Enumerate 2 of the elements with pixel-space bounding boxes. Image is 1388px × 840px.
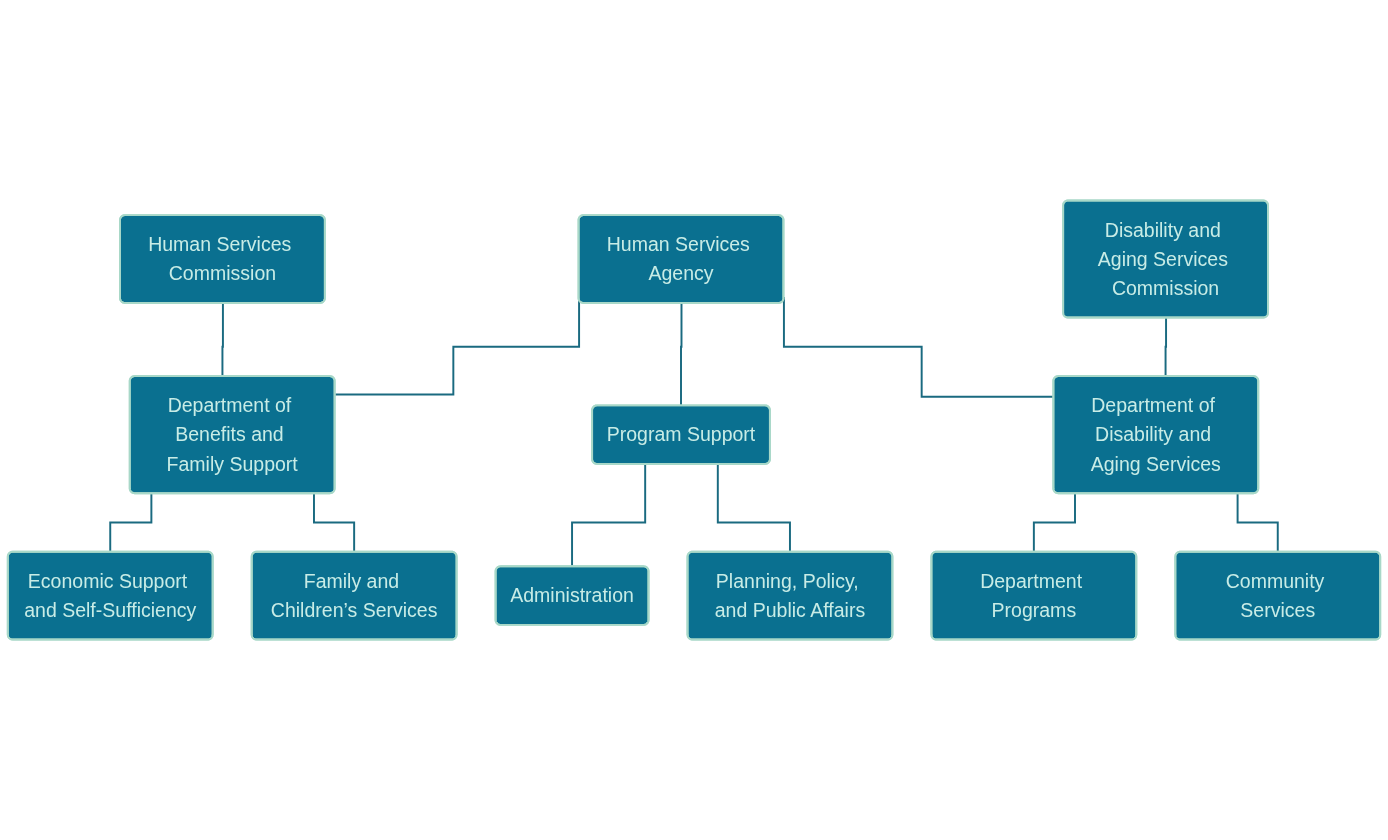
connector bbox=[571, 463, 647, 568]
connector bbox=[680, 302, 683, 407]
